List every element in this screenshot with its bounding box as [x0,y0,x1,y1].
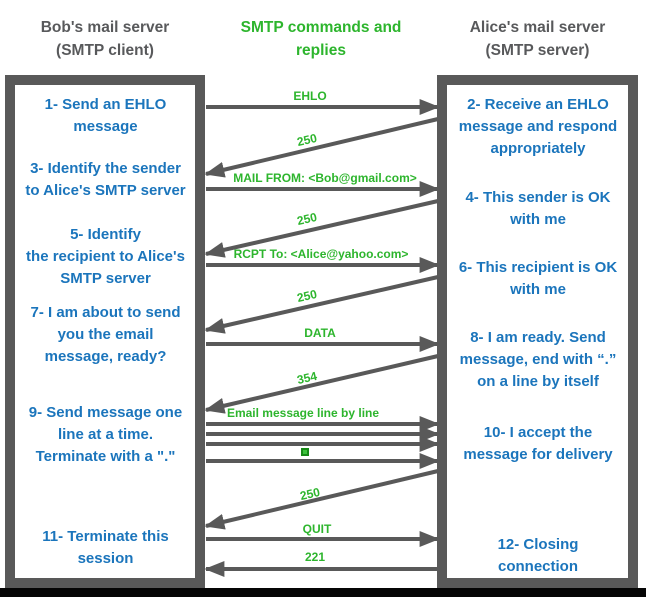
client-step: 5- Identify the recipient to Alice's SMT… [26,226,185,287]
message-arrow [204,469,439,530]
message-label: QUIT [302,522,332,536]
message-label: 354 [295,368,319,388]
client-step: 1- Send an EHLO message [44,96,167,135]
client-step: 7- I am about to send you the email mess… [30,304,181,365]
server-step: 10- I accept the message for delivery [463,424,613,463]
message-label: 221 [304,550,326,564]
server-step: 12- Closing connection [497,536,579,575]
server-step: 8- I am ready. Send message, end with “.… [459,329,617,390]
message-arrow [204,275,439,334]
commands-header: SMTP commands and replies [240,19,402,59]
client-step: 11- Terminate this session [42,528,169,567]
message-label: 250 [298,484,322,504]
server-step: 4- This sender is OK with me [465,189,611,228]
client-step: 9- Send message one line at a time. Term… [28,404,183,465]
terminating-dot-icon [301,448,309,456]
server-step: 6- This recipient is OK with me [458,259,618,298]
client-header: Bob's mail server (SMTP client) [40,19,170,59]
server-step: 2- Receive an EHLO message and respond a… [458,96,618,157]
client-step: 3- Identify the sender to Alice's SMTP s… [25,160,186,199]
message-label: 250 [295,209,319,229]
message-label: RCPT To: <Alice@yahoo.com> [233,247,409,261]
message-label: 250 [295,130,319,150]
client-box [5,75,205,588]
message-label: DATA [304,326,336,340]
server-header: Alice's mail server (SMTP server) [469,19,606,59]
bottom-bar [0,588,646,597]
message-arrow [204,117,439,178]
message-arrow [204,354,439,414]
message-label: MAIL FROM: <Bob@gmail.com> [233,171,417,185]
message-label: EHLO [293,89,327,103]
message-label: 250 [295,286,319,306]
message-label: Email message line by line [226,406,380,420]
server-box [437,75,638,588]
